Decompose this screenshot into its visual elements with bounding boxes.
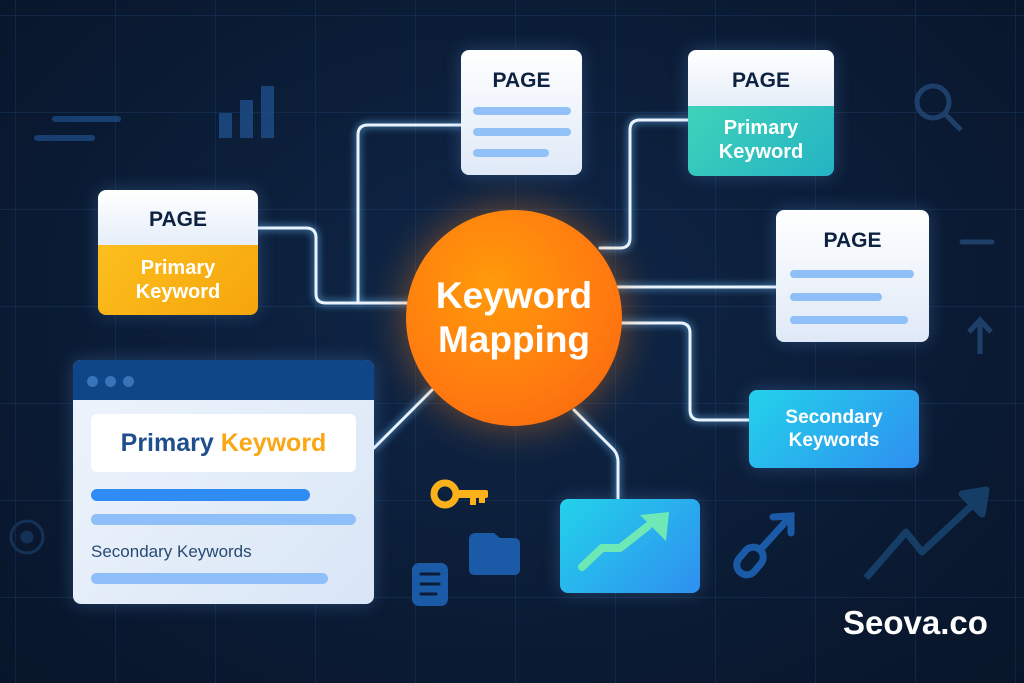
keyword-label: Keyword <box>135 281 221 303</box>
page-title: PAGE <box>98 190 258 245</box>
page-card-right: PAGE <box>776 210 929 342</box>
window-dot <box>123 376 134 387</box>
trend-faint-icon <box>863 486 990 581</box>
primary-label: Primary <box>140 257 216 279</box>
keyword-label: Keyword <box>718 141 804 163</box>
trend-up-icon <box>578 512 669 571</box>
content-line <box>473 149 549 157</box>
page-card-top-right: PAGE Primary Keyword <box>688 50 834 176</box>
page-title: PAGE <box>688 50 834 106</box>
trend-chart-box <box>560 499 700 593</box>
page-card-left: PAGE Primary Keyword <box>98 190 258 315</box>
content-line <box>790 270 914 278</box>
content-line <box>790 316 908 324</box>
primary-keyword-banner: Primary Keyword <box>91 414 356 472</box>
brand-logo: Seova.co <box>843 604 988 641</box>
primary-label: Primary <box>723 117 799 139</box>
content-line <box>790 293 882 301</box>
content-line <box>473 128 571 136</box>
content-line <box>91 489 310 501</box>
secondary-keywords-label: Secondary Keywords <box>91 542 252 561</box>
bar-chart-icon <box>219 86 274 138</box>
page-title: PAGE <box>823 229 882 252</box>
magnifier-icon <box>914 83 963 132</box>
hub-title-line2: Mapping <box>437 319 591 360</box>
page-card-top-center: PAGE <box>461 50 582 175</box>
hub-title-line1: Keyword <box>435 275 593 316</box>
page-title: PAGE <box>492 69 551 92</box>
connector-lines <box>256 118 778 501</box>
secondary-label: Secondary <box>785 407 883 428</box>
content-line <box>473 107 571 115</box>
primary-word: Primary <box>120 429 214 457</box>
window-dot <box>87 376 98 387</box>
target-icon <box>9 519 45 555</box>
text-lines-icon <box>34 116 121 141</box>
keyword-word: Keyword <box>220 429 327 457</box>
window-dot <box>105 376 116 387</box>
content-line <box>91 573 328 584</box>
browser-window: Primary Keyword Secondary Keywords <box>73 360 374 604</box>
keywords-label: Keywords <box>788 430 880 451</box>
content-line <box>91 514 356 525</box>
secondary-keywords-box: Secondary Keywords <box>749 390 919 468</box>
keyword-mapping-hub: Keyword Mapping <box>406 210 622 426</box>
browser-titlebar <box>73 360 374 400</box>
up-arrow-icon <box>967 316 993 354</box>
